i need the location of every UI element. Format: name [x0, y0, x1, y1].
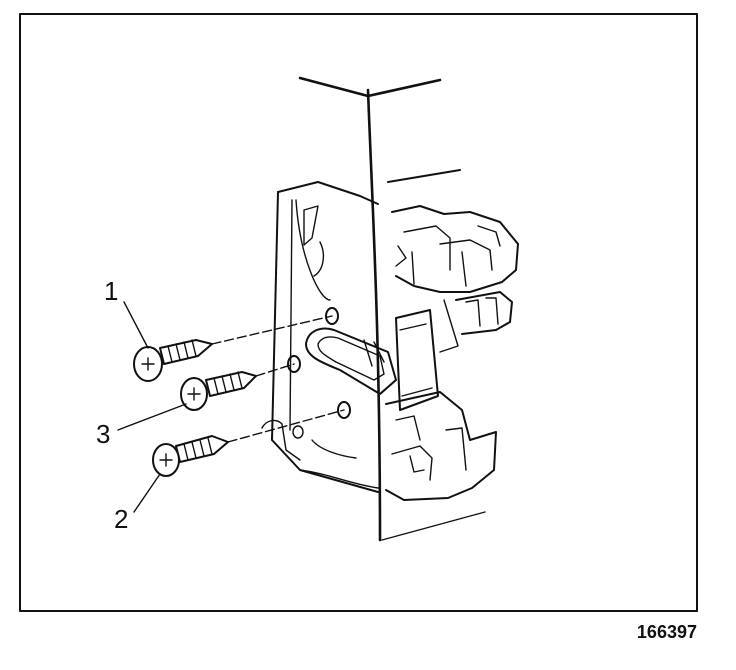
mounting-hole-2 — [337, 401, 351, 419]
screw-1 — [133, 315, 333, 382]
callout-1: 1 — [104, 276, 118, 306]
door-panel — [298, 76, 486, 542]
callout-3-leader — [117, 403, 187, 431]
callout-3: 3 — [96, 419, 110, 449]
mounting-hole-3 — [287, 355, 301, 373]
figure-border — [19, 13, 698, 612]
screw-2 — [152, 409, 345, 477]
callout-1-leader — [123, 301, 149, 349]
callout-2: 2 — [114, 504, 128, 534]
callout-2-leader — [133, 473, 161, 513]
latch-assembly — [261, 181, 519, 501]
mounting-hole-1 — [325, 307, 339, 325]
figure-number: 166397 — [637, 622, 697, 642]
screw-3 — [180, 363, 295, 411]
